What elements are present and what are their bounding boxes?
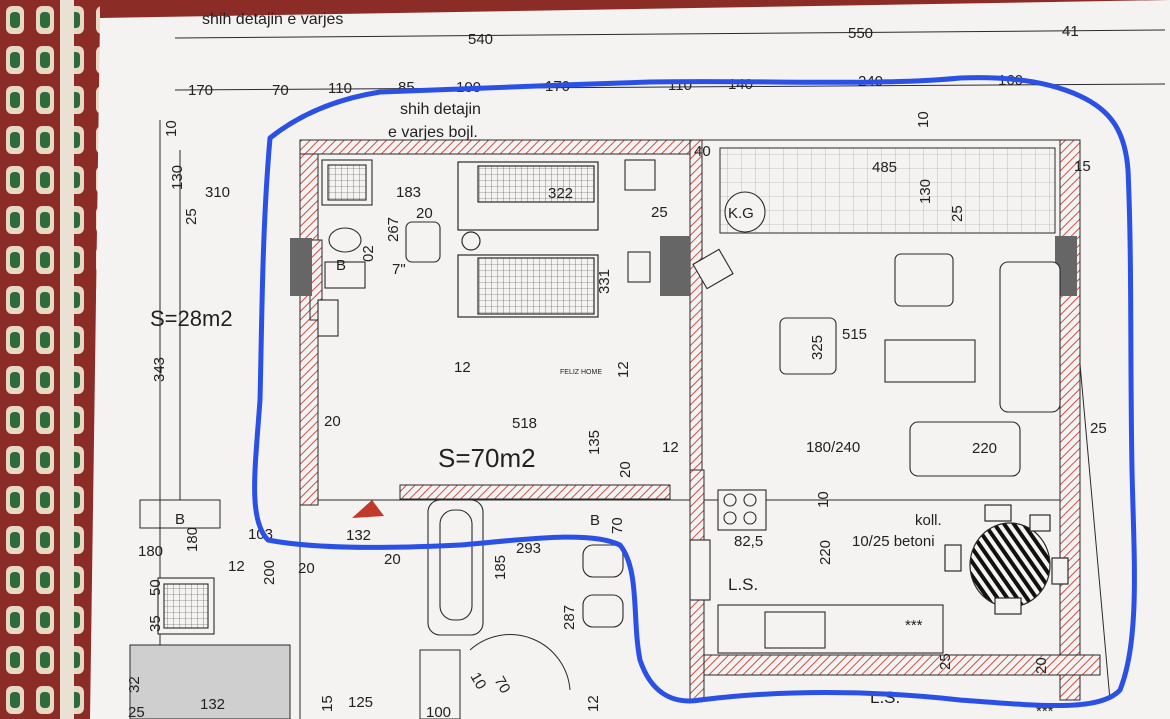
dim-185: 185 bbox=[492, 555, 509, 580]
dim-220a: 220 bbox=[972, 440, 997, 457]
dim-518: 518 bbox=[512, 415, 537, 432]
dim-130b: 130 bbox=[917, 179, 934, 204]
balcony bbox=[719, 147, 1056, 234]
dim-485: 485 bbox=[872, 159, 897, 176]
top-detail-note: shih detajin e varjes bbox=[202, 11, 343, 28]
dim-10a: 10 bbox=[163, 120, 180, 137]
dim-183: 183 bbox=[396, 184, 421, 201]
dim-70a: 70 bbox=[609, 517, 626, 534]
kitchen bbox=[689, 489, 944, 654]
gas-boiler-symbol bbox=[724, 191, 766, 233]
dim-132a: 132 bbox=[346, 527, 371, 544]
dim-200: 200 bbox=[261, 560, 278, 585]
area-main-label: S=70m2 bbox=[438, 443, 536, 473]
dim-top-550: 550 bbox=[848, 25, 873, 42]
dim-10b: 10 bbox=[915, 111, 932, 128]
ls-label-1: L.S. bbox=[728, 575, 758, 594]
ls-label-2: L.S. bbox=[870, 688, 900, 707]
dim-12e: 12 bbox=[585, 695, 602, 712]
dim-10d: 10 bbox=[467, 670, 490, 693]
dim-267: 267 bbox=[385, 217, 402, 242]
dim-125: 125 bbox=[348, 694, 373, 711]
dim-220b: 220 bbox=[817, 540, 834, 565]
dim-132b: 132 bbox=[200, 696, 225, 713]
dim-20e: 20 bbox=[298, 560, 315, 577]
dim-top-41: 41 bbox=[1062, 23, 1079, 40]
bedroom-beds bbox=[457, 161, 599, 318]
boiler-note-line1: shih detajin bbox=[400, 101, 481, 118]
dim-40: 40 bbox=[694, 143, 711, 160]
dim-15: 15 bbox=[1074, 158, 1091, 175]
dim-25a: 25 bbox=[183, 208, 200, 225]
dim-322: 322 bbox=[548, 185, 573, 202]
stars-label-1: *** bbox=[905, 617, 923, 634]
living-furniture bbox=[624, 159, 1061, 477]
dim-70b: 70 bbox=[491, 674, 514, 697]
b-label-2: B bbox=[590, 512, 600, 529]
dim-25b: 25 bbox=[651, 204, 668, 221]
koll-label-2: 10/25 betoni bbox=[852, 533, 935, 550]
dim-top-540: 540 bbox=[468, 31, 493, 48]
dim-82-5: 82,5 bbox=[734, 533, 763, 550]
dim-325: 325 bbox=[809, 335, 826, 360]
dim-50: 50 bbox=[147, 579, 164, 596]
dim-130a: 130 bbox=[169, 165, 186, 190]
dim-15b: 15 bbox=[319, 695, 336, 712]
dim-20d: 20 bbox=[384, 551, 401, 568]
dim-25c: 25 bbox=[949, 205, 966, 222]
dim-310: 310 bbox=[205, 184, 230, 201]
dim-12b: 12 bbox=[615, 361, 632, 378]
dim-25d: 25 bbox=[1090, 420, 1107, 437]
bathroom-fixtures bbox=[157, 159, 624, 636]
dim-180: 180 bbox=[138, 543, 163, 560]
dim-293: 293 bbox=[516, 540, 541, 557]
dim-343: 343 bbox=[151, 357, 168, 382]
dim-12a: 12 bbox=[454, 359, 471, 376]
red-arrow-marker bbox=[352, 500, 384, 518]
dim-331: 331 bbox=[596, 269, 613, 294]
dim-515: 515 bbox=[842, 326, 867, 343]
dim-100: 100 bbox=[426, 704, 451, 719]
dim-row2-170: 170 bbox=[188, 82, 213, 99]
dim-20b: 20 bbox=[324, 413, 341, 430]
dim-20c: 20 bbox=[617, 461, 634, 478]
dim-12c: 12 bbox=[662, 439, 679, 456]
koll-label-1: koll. bbox=[915, 512, 942, 529]
b-label-3: B bbox=[175, 511, 185, 528]
dim-row2-70: 70 bbox=[272, 82, 289, 99]
dim-20a: 20 bbox=[416, 205, 433, 222]
dim-02: 02 bbox=[360, 245, 377, 262]
height-7-label: 7" bbox=[392, 261, 406, 278]
watermark-logo: FELIZ HOME bbox=[560, 369, 602, 376]
kg-label: K.G bbox=[728, 205, 754, 222]
dim-10c: 10 bbox=[815, 491, 832, 508]
dim-35: 35 bbox=[147, 615, 164, 632]
dim-135: 135 bbox=[586, 430, 603, 455]
boiler-note-line2: e varjes bojl. bbox=[388, 124, 478, 141]
dining-table bbox=[944, 504, 1069, 615]
dim-32: 32 bbox=[126, 676, 143, 693]
b-label-1: B bbox=[336, 257, 346, 274]
dim-row2-110: 110 bbox=[328, 80, 352, 97]
dim-25e: 25 bbox=[128, 704, 145, 719]
dim-180-240: 180/240 bbox=[806, 439, 860, 456]
dim-25f: 25 bbox=[937, 653, 954, 670]
blue-marker-outline bbox=[252, 75, 1137, 709]
dim-180b: 180 bbox=[184, 527, 201, 552]
dim-row2-140: 140 bbox=[728, 76, 753, 93]
area-left-label: S=28m2 bbox=[150, 306, 233, 331]
dim-20f: 20 bbox=[1033, 657, 1050, 674]
dim-12d: 12 bbox=[228, 558, 245, 575]
dim-287: 287 bbox=[561, 605, 578, 630]
